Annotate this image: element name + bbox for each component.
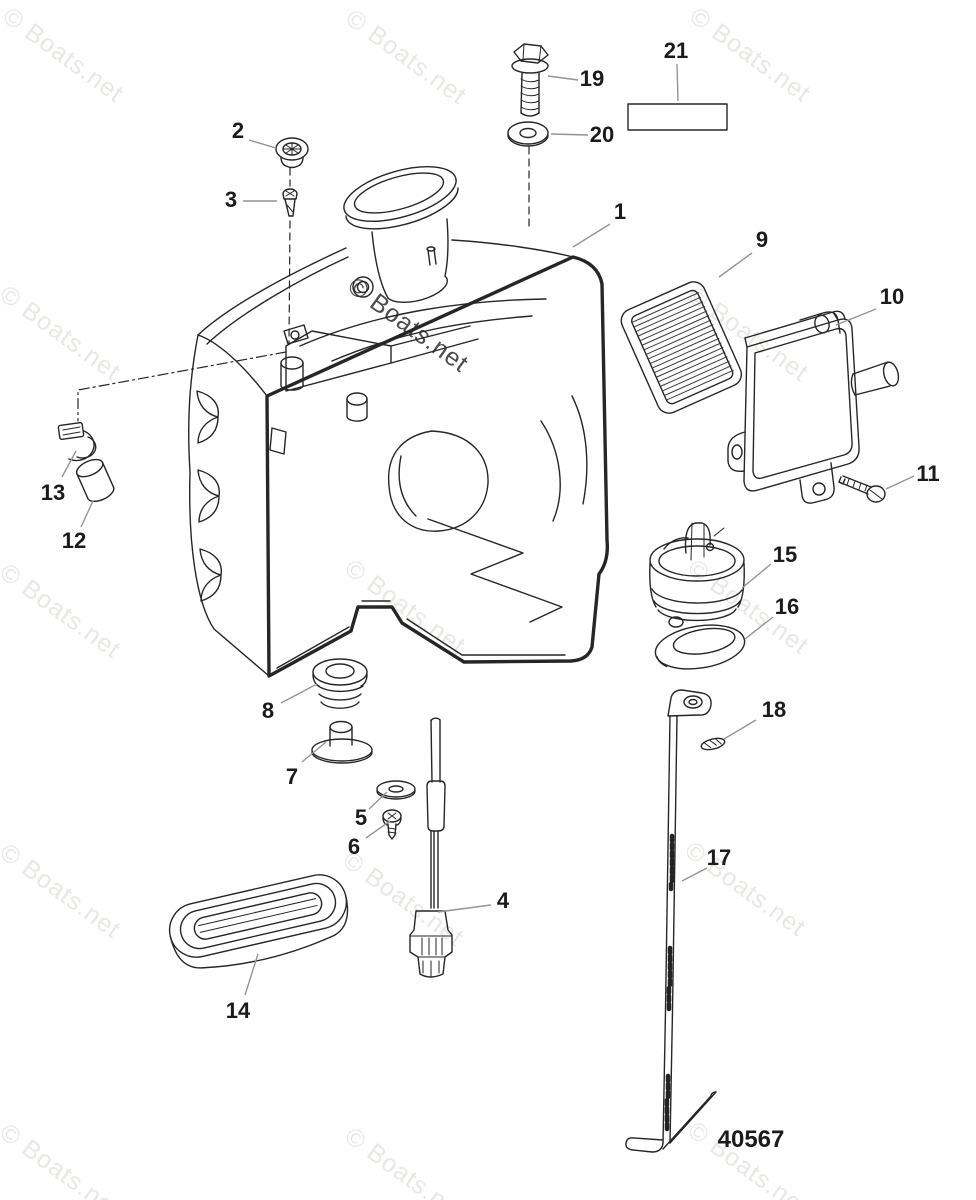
part-9-filter-element bbox=[620, 281, 743, 414]
part-11-bolt bbox=[838, 475, 886, 503]
callout-label-10: 10 bbox=[879, 284, 905, 309]
callout-label-9: 9 bbox=[755, 227, 769, 252]
callout-label-3: 3 bbox=[224, 187, 238, 212]
leader-line-7 bbox=[301, 741, 327, 763]
part-14-tray bbox=[168, 874, 349, 969]
callout-label-8: 8 bbox=[261, 698, 275, 723]
callout-label-11: 11 bbox=[916, 461, 940, 486]
part-1-oil-tank bbox=[188, 166, 610, 678]
leader-line-15 bbox=[741, 563, 772, 589]
leader-line-19 bbox=[547, 75, 579, 81]
callout-label-13: 13 bbox=[40, 480, 66, 505]
part-17-pickup-tube bbox=[625, 689, 717, 1153]
part-8-grommet bbox=[312, 658, 368, 709]
leader-line-12 bbox=[80, 500, 94, 528]
callout-label-4: 4 bbox=[496, 888, 510, 913]
leader-line-16 bbox=[744, 616, 774, 640]
leader-line-6 bbox=[365, 820, 391, 839]
callout-label-20: 20 bbox=[589, 122, 615, 147]
part-15-filter-cup bbox=[649, 522, 745, 628]
assembly-axis-lines bbox=[77, 146, 530, 422]
callout-label-16: 16 bbox=[774, 594, 800, 619]
leader-line-13 bbox=[61, 450, 77, 478]
callout-label-7: 7 bbox=[285, 764, 299, 789]
leader-line-11 bbox=[885, 475, 915, 490]
callout-label-12: 12 bbox=[61, 528, 87, 553]
leader-line-5 bbox=[368, 791, 388, 810]
leader-line-17 bbox=[681, 867, 708, 882]
callout-label-17: 17 bbox=[706, 845, 732, 870]
leader-line-2 bbox=[248, 139, 277, 149]
leader-line-18 bbox=[723, 719, 757, 740]
leader-line-4 bbox=[437, 904, 492, 913]
part-19-bolt bbox=[511, 43, 549, 117]
callout-label-18: 18 bbox=[761, 697, 787, 722]
callout-label-5: 5 bbox=[354, 805, 368, 830]
leader-line-8 bbox=[280, 683, 318, 704]
part-6-screw bbox=[382, 809, 402, 840]
part-12-tube bbox=[75, 458, 115, 503]
callout-label-6: 6 bbox=[347, 834, 361, 859]
callout-label-19: 19 bbox=[579, 66, 605, 91]
drawing-number: 40567 bbox=[717, 1126, 785, 1153]
part-18-clip bbox=[700, 737, 726, 751]
part-20-washer bbox=[507, 121, 549, 147]
part-21-decal bbox=[627, 103, 728, 131]
leader-line-9 bbox=[718, 252, 753, 278]
part-13-hose-clamp bbox=[57, 421, 97, 462]
leader-line-14 bbox=[244, 953, 259, 996]
part-2-cap-nut bbox=[275, 137, 309, 169]
part-4-oil-level-sensor bbox=[409, 717, 453, 978]
callout-label-15: 15 bbox=[772, 542, 798, 567]
leader-line-1 bbox=[572, 223, 611, 248]
leader-line-21 bbox=[676, 63, 679, 102]
part-7-bushing bbox=[311, 720, 373, 764]
callout-label-1: 1 bbox=[613, 199, 627, 224]
part-3-screw bbox=[282, 188, 298, 217]
part-16-seal-ring bbox=[654, 624, 746, 670]
leader-line-20 bbox=[550, 133, 589, 136]
part-5-washer bbox=[376, 780, 416, 800]
callout-label-2: 2 bbox=[231, 118, 245, 143]
callout-label-14: 14 bbox=[225, 998, 251, 1023]
leader-line-10 bbox=[835, 308, 877, 326]
callout-label-21: 21 bbox=[663, 38, 689, 63]
